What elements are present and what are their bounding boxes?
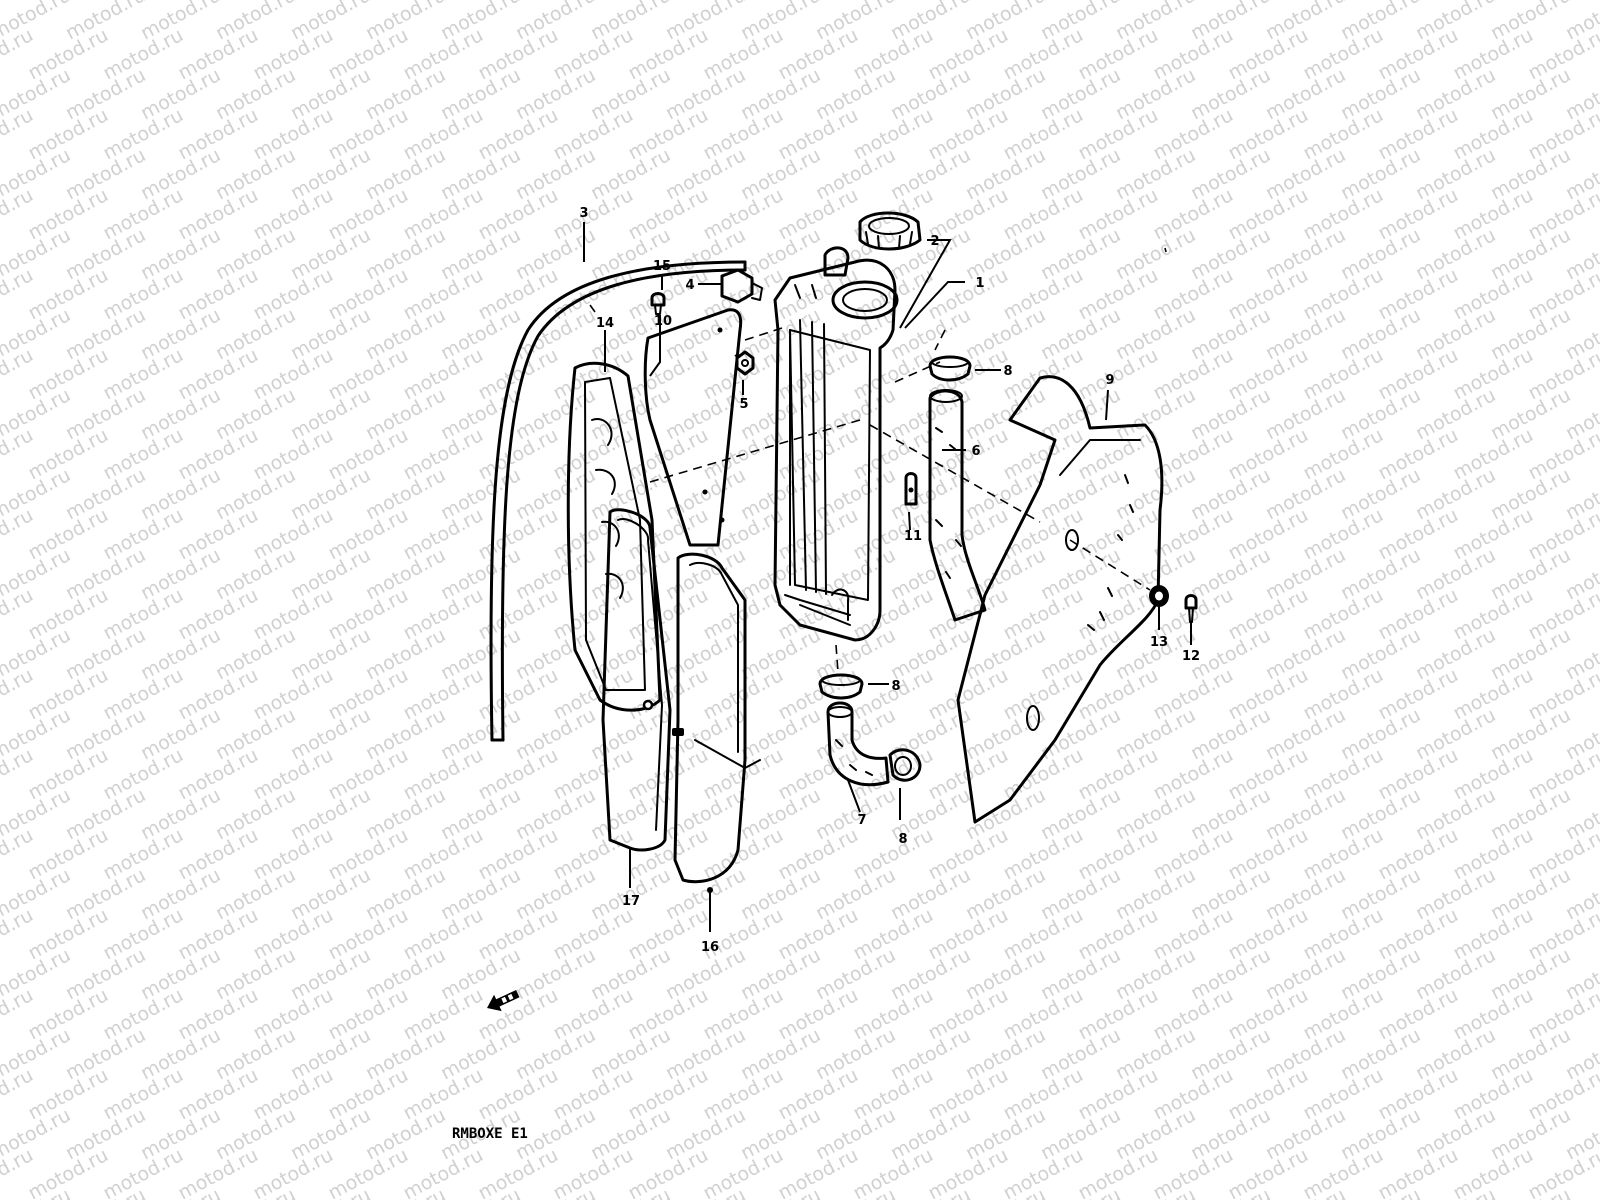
callout-7: 7 <box>857 813 866 828</box>
right-shroud-panel-part <box>672 552 761 893</box>
callout-labels: 1 2 3 4 5 6 7 8 8 8 9 10 11 12 13 14 15 … <box>579 206 1200 955</box>
hose-clamp-upper-part <box>928 355 972 382</box>
callout-10: 10 <box>654 314 672 329</box>
callout-4: 4 <box>685 278 694 293</box>
callout-8-lower: 8 <box>898 832 907 847</box>
radiator-cap-part <box>858 211 922 251</box>
callout-14: 14 <box>596 316 614 331</box>
callout-8-upper: 8 <box>1003 364 1012 379</box>
hose-clamp-lower-part <box>888 748 922 782</box>
front-direction-arrow-icon <box>487 990 520 1012</box>
callout-12: 12 <box>1182 649 1200 664</box>
callout-11: 11 <box>904 529 922 544</box>
callout-leader-lines <box>583 222 1192 932</box>
callout-6: 6 <box>971 444 980 459</box>
callout-3: 3 <box>579 206 588 221</box>
radiator-part <box>773 246 899 642</box>
assembly-guide-lines <box>589 247 1167 673</box>
callout-1: 1 <box>975 276 984 291</box>
callout-17: 17 <box>622 894 640 909</box>
callout-5: 5 <box>739 397 748 412</box>
nut-5-part <box>735 350 755 376</box>
lower-hose-part <box>826 701 890 787</box>
upper-hose-part <box>928 389 987 622</box>
overflow-hose-part <box>489 260 747 742</box>
radiator-shroud-part <box>956 375 1164 824</box>
callout-16: 16 <box>701 940 719 955</box>
callout-15: 15 <box>653 259 671 274</box>
hose-clamp-middle-part <box>818 673 864 700</box>
drawing-code-label: RMBOXE E1 <box>452 1126 528 1142</box>
bracket-11-part <box>904 472 918 506</box>
callout-2: 2 <box>930 234 939 249</box>
callout-9: 9 <box>1105 373 1114 388</box>
callout-8-middle: 8 <box>891 679 900 694</box>
washer-13-part <box>1149 585 1169 607</box>
drain-bolt-part <box>720 268 763 304</box>
callout-13: 13 <box>1150 635 1168 650</box>
side-cover-plate-part <box>643 308 743 547</box>
screw-15-part <box>650 292 666 315</box>
